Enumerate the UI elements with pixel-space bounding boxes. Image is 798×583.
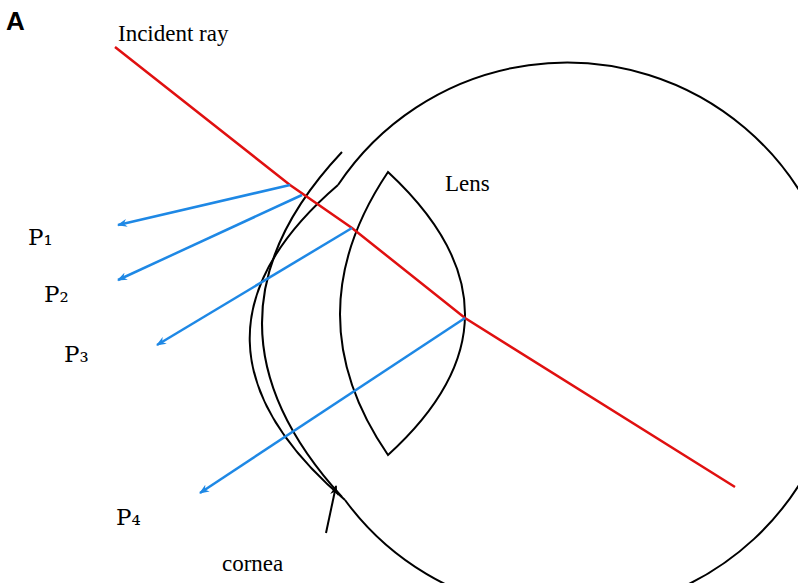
image-label: P₄ <box>116 506 141 529</box>
part-name: Lens <box>445 172 490 195</box>
panel-letter: A <box>6 8 25 34</box>
leader-arrow <box>326 486 336 533</box>
reflection-ray <box>200 318 465 493</box>
image-label: P₃ <box>64 343 89 366</box>
incident-ray <box>115 47 735 487</box>
part-name: cornea <box>222 552 283 575</box>
eyeball-outline <box>338 62 798 583</box>
ray-label: Incident ray <box>118 22 228 45</box>
image-label: P₂ <box>44 283 69 306</box>
lens-outline <box>340 172 465 455</box>
image-label: P₁ <box>28 226 53 249</box>
reflection-ray <box>118 185 290 225</box>
reflection-ray <box>118 195 302 280</box>
reflection-ray <box>157 228 352 345</box>
